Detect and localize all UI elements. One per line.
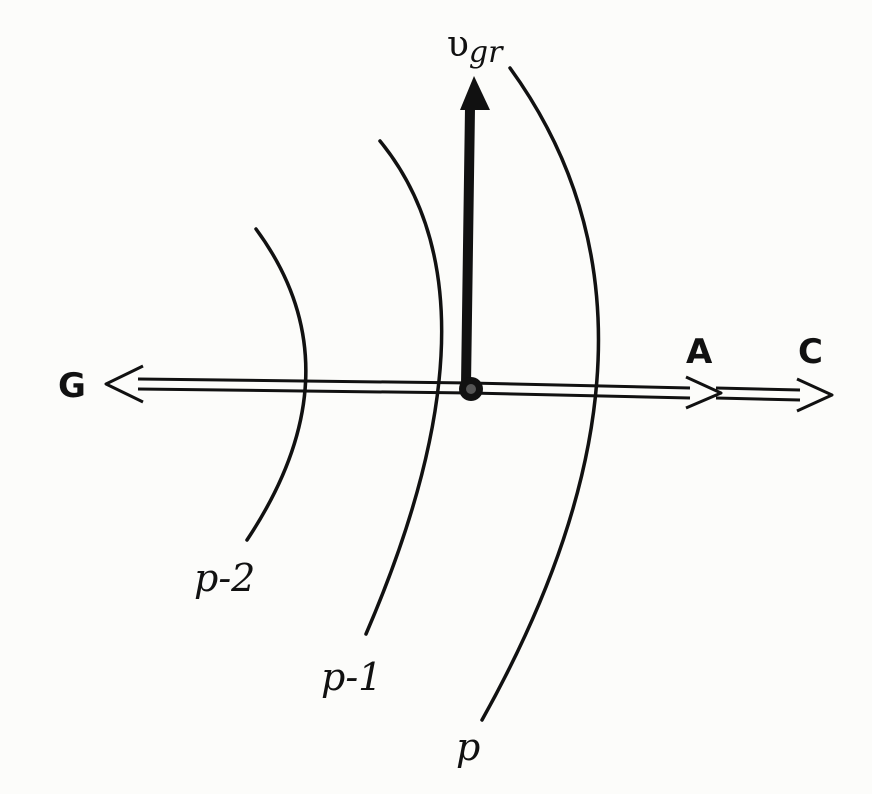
group-velocity-arrow [460,76,490,390]
label-p-minus-1: p-1 [321,655,382,699]
label-a: A [686,332,713,372]
velocity-label: υgr [447,24,504,70]
label-c: C [798,332,823,372]
wavefront-arc-p [480,66,601,722]
label-p: p [456,725,480,769]
arrow-to-a [469,375,723,410]
label-p-minus-2: p-2 [194,556,255,600]
arrow-to-c [715,377,834,413]
wavefront-arc-p-minus-1 [364,139,444,636]
arrow-to-g [104,364,471,404]
wavefront-arc-p-minus-2 [245,227,308,542]
label-g: G [58,366,86,406]
